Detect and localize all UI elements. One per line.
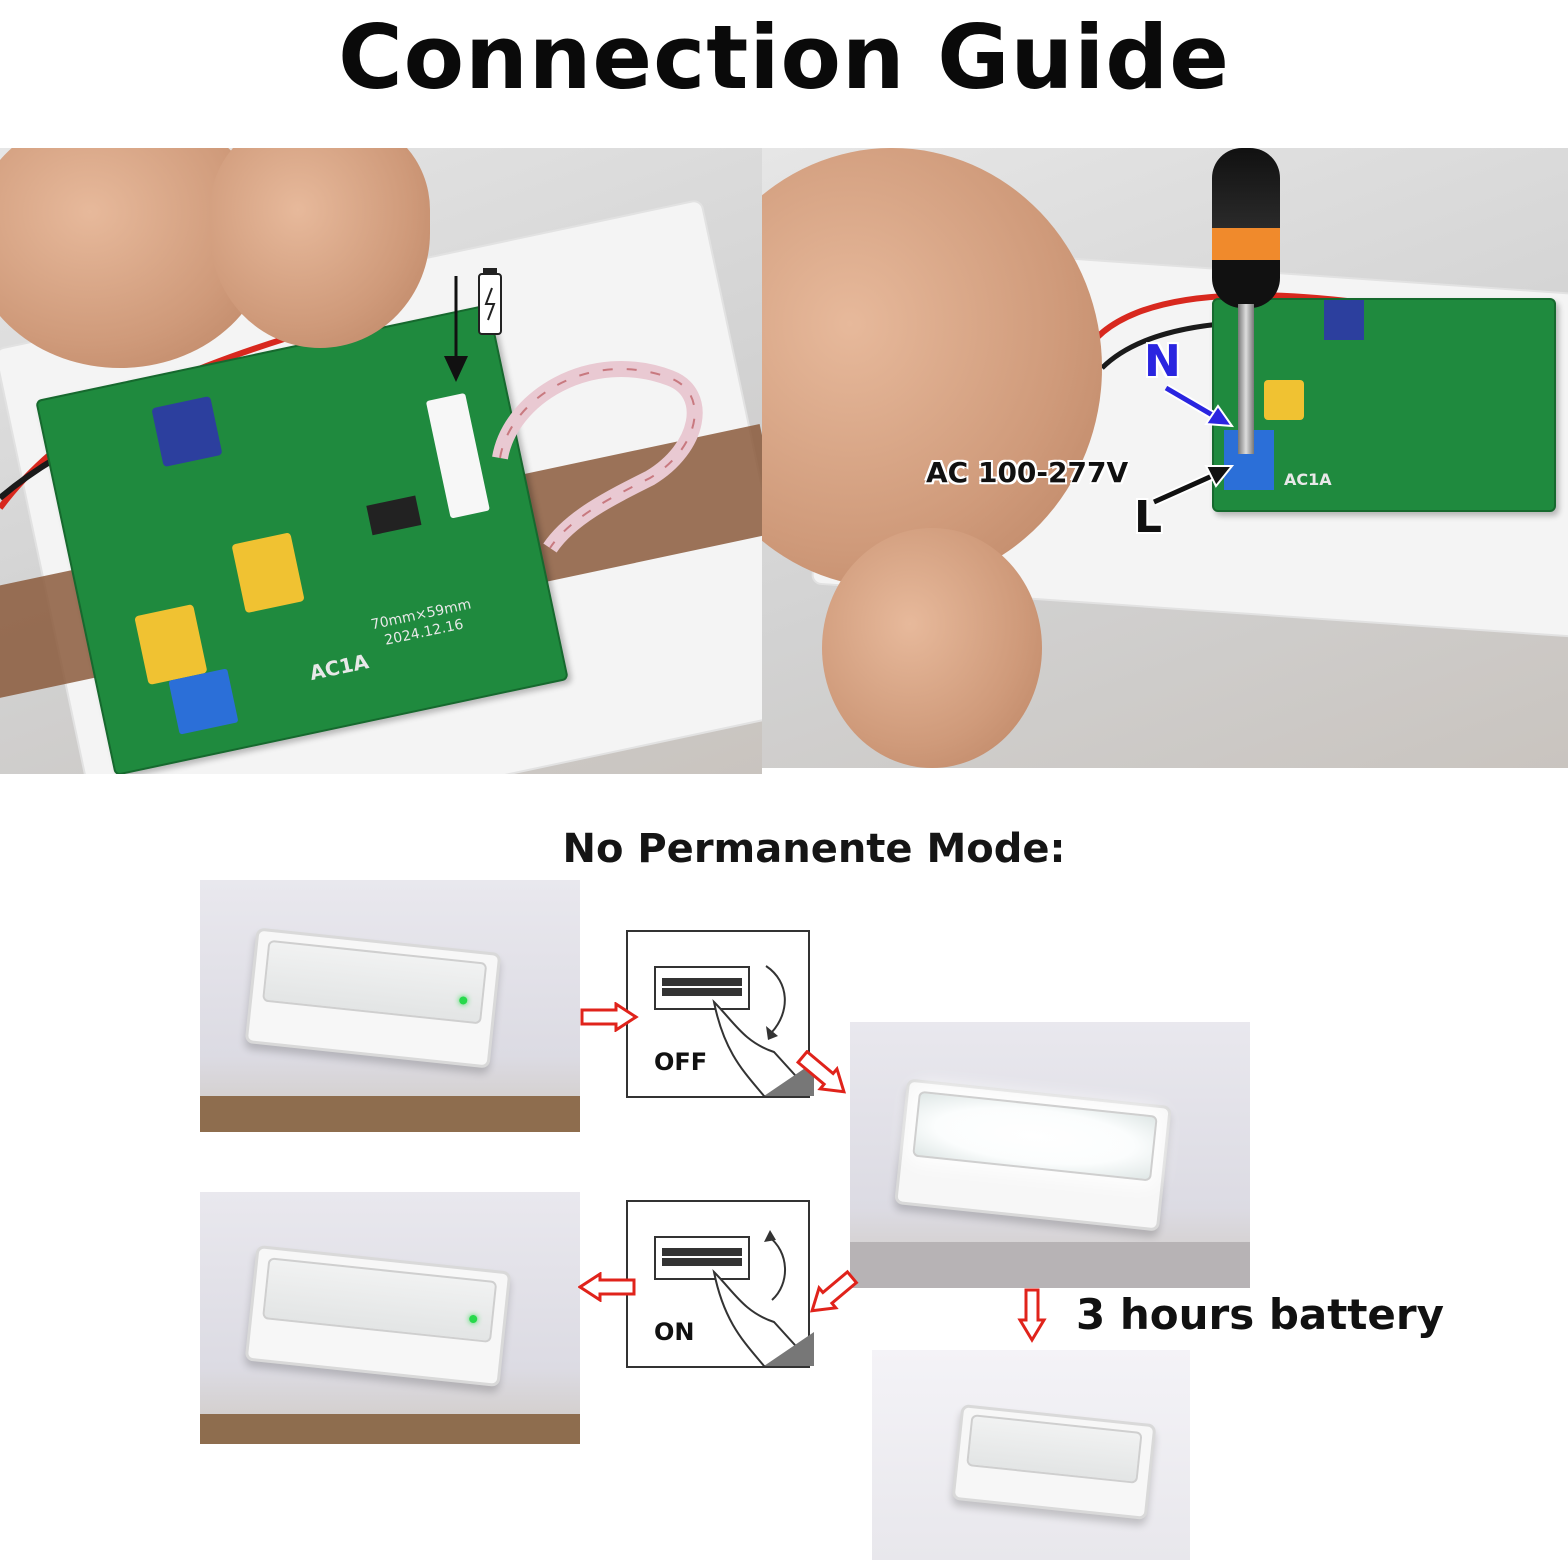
- switch-on-label: ON: [654, 1318, 695, 1346]
- terminal-block: [168, 668, 239, 735]
- lamp-photo-standby-2: [200, 1192, 580, 1444]
- page-title: Connection Guide: [338, 6, 1230, 109]
- transformer-right: [1324, 300, 1364, 340]
- hand-switch-icon-2: [712, 1268, 814, 1366]
- lamp-photo-battery: [872, 1350, 1190, 1560]
- neutral-arrow-icon: [1163, 384, 1235, 428]
- switch-off-label: OFF: [654, 1048, 708, 1076]
- battery-duration-label: 3 hours battery: [1076, 1290, 1444, 1339]
- rotate-up-icon: [764, 1230, 786, 1301]
- hand-right-lower: [822, 528, 1042, 768]
- rotate-down-icon: [765, 965, 786, 1040]
- emergency-lamp-2: [244, 1244, 512, 1388]
- ic-chip: [366, 495, 422, 536]
- emergency-lamp: [244, 927, 502, 1069]
- breaker-panel-icon-2: [654, 1236, 750, 1280]
- screwdriver-shaft: [1238, 304, 1254, 454]
- switch-off-diagram: OFF: [626, 930, 814, 1098]
- red-arrow-down-left-icon: [809, 1269, 859, 1313]
- live-arrow-icon: [1152, 465, 1235, 507]
- board-model-text-right: AC1A: [1284, 470, 1332, 489]
- board-model-text: AC1A: [307, 649, 371, 686]
- hand-switch-icon: [712, 998, 814, 1096]
- switch-on-diagram: ON: [626, 1200, 814, 1368]
- red-arrow-down-right-icon: [795, 1050, 847, 1094]
- pcb-board-right: AC1A: [1212, 298, 1556, 512]
- breaker-panel-icon: [654, 966, 750, 1010]
- table-edge: [200, 1096, 580, 1132]
- ribbon-cable: [492, 361, 703, 553]
- neutral-label: N: [1144, 336, 1181, 387]
- emergency-lamp-battery: [951, 1404, 1157, 1520]
- lamp-photo-lit: [850, 1022, 1250, 1288]
- table-surface: [850, 1242, 1250, 1288]
- hand-right: [762, 148, 1102, 588]
- capacitor-yellow-right: [1264, 380, 1304, 420]
- lamp-photo-standby-1: [200, 880, 580, 1132]
- transformer: [151, 395, 223, 468]
- red-arrow-down-icon: [1017, 1288, 1047, 1343]
- battery-charging-icon: [478, 268, 502, 335]
- capacitor-yellow: [134, 604, 208, 686]
- red-arrow-left-icon: [578, 1272, 636, 1302]
- capacitor-yellow-2: [231, 532, 305, 614]
- ac-voltage-label: AC 100-277V: [926, 456, 1129, 489]
- table-edge-2: [200, 1414, 580, 1444]
- ac-wiring-photo: AC1A AC 100-277V N L: [762, 148, 1568, 768]
- finger: [210, 148, 430, 348]
- battery-connection-photo: AC1A 70mm×59mm 2024.12.16: [0, 148, 762, 774]
- screwdriver-icon: [1212, 148, 1280, 308]
- mode-title: No Permanente Mode:: [562, 826, 1066, 872]
- down-arrow-icon: [444, 276, 468, 382]
- red-arrow-right-icon: [580, 1002, 639, 1032]
- emergency-lamp-lit: [894, 1078, 1172, 1232]
